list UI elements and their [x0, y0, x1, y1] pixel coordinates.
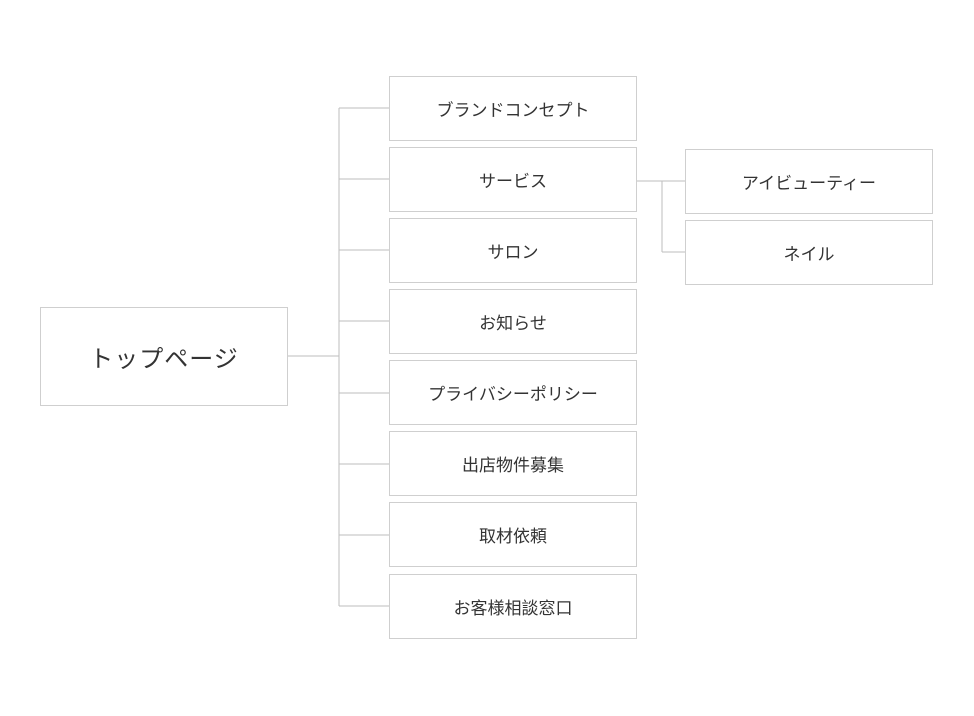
- service-label: サービス: [479, 172, 547, 192]
- salon-node[interactable]: サロン: [389, 218, 637, 283]
- top-page-node[interactable]: トップページ: [40, 307, 288, 406]
- service-node[interactable]: サービス: [389, 147, 637, 212]
- nail-node[interactable]: ネイル: [685, 220, 933, 285]
- store-recruitment-label: 出店物件募集: [462, 456, 564, 476]
- brand-concept-node[interactable]: ブランドコンセプト: [389, 76, 637, 141]
- salon-label: サロン: [487, 243, 539, 263]
- store-recruitment-node[interactable]: 出店物件募集: [389, 431, 637, 496]
- customer-support-node[interactable]: お客様相談窓口: [389, 574, 637, 639]
- privacy-policy-node[interactable]: プライバシーポリシー: [389, 360, 637, 425]
- privacy-policy-label: プライバシーポリシー: [428, 385, 598, 405]
- eye-beauty-label: アイビューティー: [741, 174, 877, 194]
- nail-label: ネイル: [783, 245, 835, 265]
- customer-support-label: お客様相談窓口: [453, 599, 573, 619]
- news-label: お知らせ: [479, 314, 547, 334]
- press-inquiry-node[interactable]: 取材依頼: [389, 502, 637, 567]
- brand-concept-label: ブランドコンセプト: [436, 101, 590, 121]
- press-inquiry-label: 取材依頼: [479, 527, 547, 547]
- top-page-label: トップページ: [89, 345, 239, 373]
- eye-beauty-node[interactable]: アイビューティー: [685, 149, 933, 214]
- news-node[interactable]: お知らせ: [389, 289, 637, 354]
